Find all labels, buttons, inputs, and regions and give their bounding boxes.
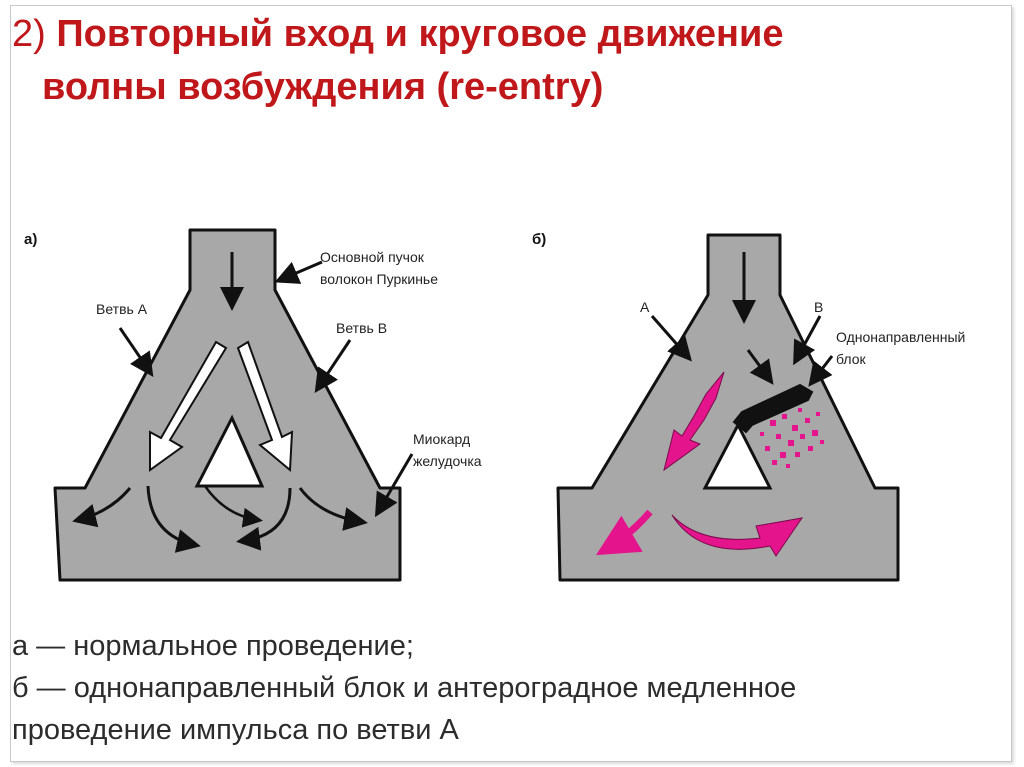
panel-a-bundle-pointer <box>280 262 322 280</box>
panel-b-tissue <box>558 235 898 580</box>
panel-a-myocard-label-2: желудочка <box>413 453 482 469</box>
panel-b-letter: б) <box>532 231 546 248</box>
panel-a: а) Основной пучок волокон Пуркинье Ветвь… <box>24 230 482 580</box>
panel-b-branch-a-label: А <box>640 299 650 315</box>
caption: а — нормальное проведение; б — однонапра… <box>12 625 1002 751</box>
panel-a-letter: а) <box>24 231 37 248</box>
panel-a-bundle-label-2: волокон Пуркинье <box>320 271 438 287</box>
panel-b: б) А В Однонаправленный блок <box>532 231 965 580</box>
panel-a-myocard-label-1: Миокард <box>413 431 470 447</box>
panel-a-branch-b-label: Ветвь В <box>336 320 387 336</box>
panel-b-block-label-1: Однонаправленный <box>836 329 965 345</box>
caption-line-3: проведение импульса по ветви А <box>12 709 1002 751</box>
panel-b-block-label-2: блок <box>836 351 867 367</box>
panel-a-bundle-label-1: Основной пучок <box>320 249 425 265</box>
panel-a-branch-a-pointer <box>120 328 150 372</box>
caption-line-1: а — нормальное проведение; <box>12 625 1002 667</box>
panel-a-branch-b-pointer <box>318 340 350 388</box>
panel-a-branch-a-label: Ветвь А <box>96 301 148 317</box>
panel-b-branch-b-label: В <box>814 299 823 315</box>
caption-line-2: б — однонаправленный блок и антероградно… <box>12 667 1002 709</box>
